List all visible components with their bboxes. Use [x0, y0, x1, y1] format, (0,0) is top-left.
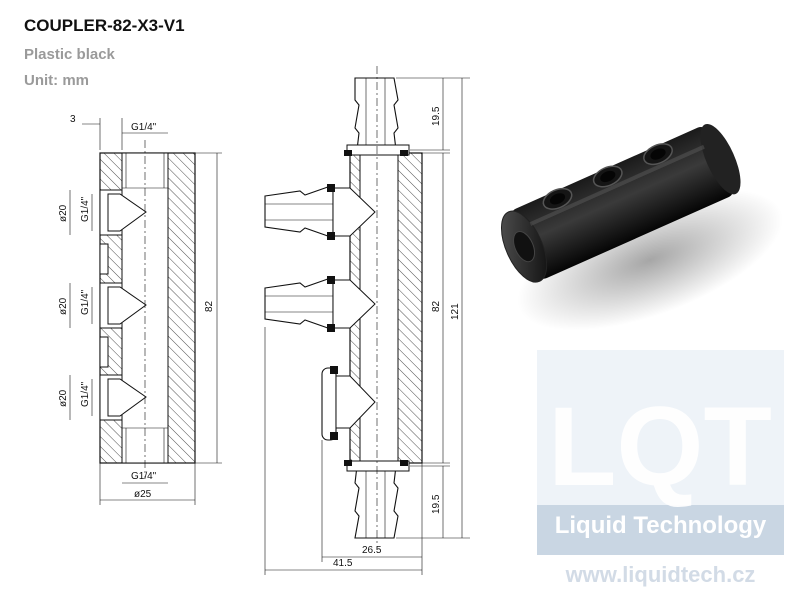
dim-top-barb: 19.5 — [431, 106, 442, 126]
brand-name: Liquid Technology — [554, 512, 767, 539]
port-1 — [99, 189, 147, 236]
top-barb — [344, 77, 410, 156]
side-plug-3 — [321, 366, 376, 441]
dim-body-len: 82 — [431, 300, 442, 312]
dim-port-dia-1: ø20 — [58, 204, 69, 222]
port-2 — [99, 282, 147, 329]
dim-port-dia-2: ø20 — [58, 297, 69, 315]
material-label: Plastic black — [24, 46, 115, 63]
dim-top-thread: G1/4" — [131, 122, 157, 133]
lqt-logo: LQT — [548, 384, 772, 509]
product-photo — [500, 123, 783, 331]
bottom-barb — [344, 460, 410, 539]
dim-width-inner: 26.5 — [362, 545, 382, 556]
port-3 — [99, 374, 147, 421]
brand-url[interactable]: www.liquidtech.cz — [565, 562, 756, 587]
dim-port-thread-2: G1/4" — [80, 289, 91, 315]
left-section-view: 3 G1/4" G1/4" ø25 82 ø20 G1/4" ø20 G1/4" — [58, 114, 222, 505]
dim-total-len: 121 — [450, 303, 461, 320]
dim-outer-dia: ø25 — [134, 489, 152, 500]
dim-width-total: 41.5 — [333, 558, 353, 569]
port-dims-3: ø20 G1/4" — [58, 375, 93, 420]
dim-wall: 3 — [70, 114, 76, 125]
side-barb-2 — [264, 276, 376, 332]
logo-band — [537, 505, 784, 555]
dim-bottom-barb: 19.5 — [431, 494, 442, 514]
dim-port-dia-3: ø20 — [58, 389, 69, 407]
logo-mark: LQT — [548, 384, 772, 509]
dim-bottom-thread: G1/4" — [131, 471, 157, 482]
port-dims-2: ø20 G1/4" — [58, 283, 93, 328]
right-assembly-view: 19.5 82 121 19.5 26.5 41.5 — [264, 66, 470, 575]
unit-label: Unit: mm — [24, 72, 89, 89]
dim-height: 82 — [204, 300, 215, 312]
dim-port-thread-3: G1/4" — [80, 381, 91, 407]
product-title: COUPLER-82-X3-V1 — [24, 16, 185, 35]
side-barb-1 — [264, 184, 376, 240]
port-dims-1: ø20 G1/4" — [58, 190, 93, 235]
dim-port-thread-1: G1/4" — [80, 196, 91, 222]
